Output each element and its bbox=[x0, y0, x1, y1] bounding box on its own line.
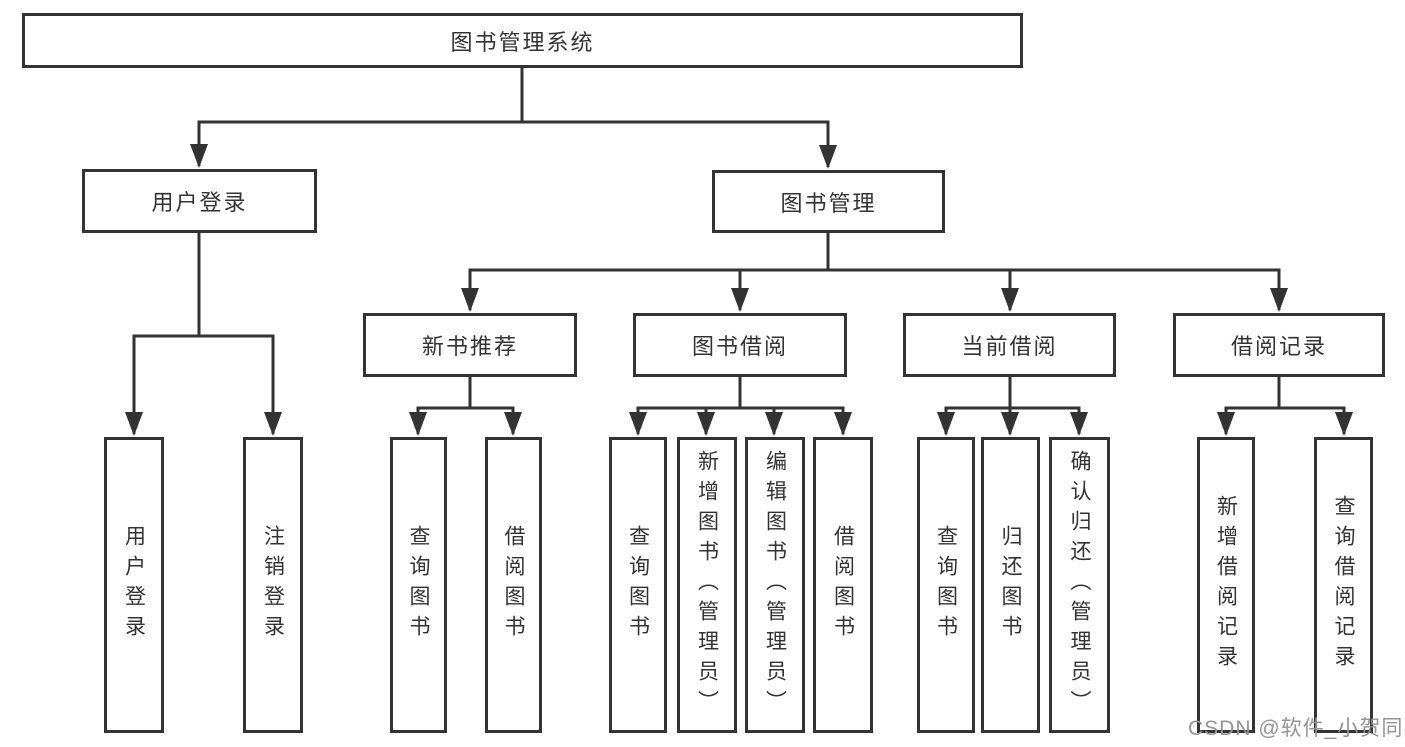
node-current-borrowing: 当前借阅 bbox=[903, 313, 1116, 377]
leaf-edit-books-admin: 编辑图书（管理员） bbox=[745, 437, 805, 733]
leaf-add-borrow-record-label: 新增借阅记录 bbox=[1214, 495, 1238, 675]
node-borrowing-records: 借阅记录 bbox=[1173, 313, 1385, 377]
leaf-logout: 注销登录 bbox=[243, 437, 303, 733]
leaf-borrow-books-newbooks-label: 借阅图书 bbox=[502, 525, 525, 645]
node-current-borrowing-label: 当前借阅 bbox=[961, 334, 1058, 359]
node-library-system-label: 图书管理系统 bbox=[450, 29, 595, 55]
leaf-borrow-books-borrowing: 借阅图书 bbox=[813, 437, 873, 733]
leaf-query-books-borrowing-label: 查询图书 bbox=[626, 525, 650, 645]
leaf-query-borrow-record: 查询借阅记录 bbox=[1314, 437, 1373, 733]
node-book-management: 图书管理 bbox=[712, 170, 945, 233]
leaf-return-books-label: 归还图书 bbox=[999, 525, 1022, 645]
leaf-add-books-admin-label: 新增图书（管理员） bbox=[695, 450, 719, 720]
leaf-query-books-borrowing: 查询图书 bbox=[609, 437, 667, 733]
csdn-watermark: CSDN @软件_小贺同学 bbox=[1188, 717, 1405, 740]
leaf-query-books-newbooks-label: 查询图书 bbox=[407, 525, 430, 645]
node-borrowing-records-label: 借阅记录 bbox=[1230, 334, 1327, 359]
leaf-query-books-current: 查询图书 bbox=[917, 437, 975, 733]
leaf-borrow-books-borrowing-label: 借阅图书 bbox=[831, 525, 855, 645]
node-library-system: 图书管理系统 bbox=[22, 13, 1023, 68]
leaf-query-books-current-label: 查询图书 bbox=[934, 525, 958, 645]
node-user-login-label: 用户登录 bbox=[151, 190, 248, 215]
leaf-user-login: 用户登录 bbox=[104, 437, 164, 733]
leaf-edit-books-admin-label: 编辑图书（管理员） bbox=[763, 450, 787, 720]
leaf-confirm-return-admin: 确认归还（管理员） bbox=[1049, 437, 1110, 733]
leaf-add-borrow-record: 新增借阅记录 bbox=[1197, 437, 1255, 733]
leaf-user-login-label: 用户登录 bbox=[122, 525, 146, 645]
node-book-borrowing-label: 图书借阅 bbox=[691, 334, 788, 359]
leaf-query-books-newbooks: 查询图书 bbox=[390, 437, 447, 733]
node-new-book-recommend: 新书推荐 bbox=[363, 313, 577, 377]
leaf-logout-label: 注销登录 bbox=[261, 525, 285, 645]
node-user-login: 用户登录 bbox=[82, 169, 317, 233]
leaf-return-books: 归还图书 bbox=[981, 437, 1040, 733]
node-new-book-recommend-label: 新书推荐 bbox=[421, 334, 518, 359]
node-book-management-label: 图书管理 bbox=[780, 190, 877, 216]
leaf-borrow-books-newbooks: 借阅图书 bbox=[485, 437, 542, 733]
leaf-add-books-admin: 新增图书（管理员） bbox=[677, 437, 737, 733]
leaf-confirm-return-admin-label: 确认归还（管理员） bbox=[1068, 450, 1091, 720]
node-book-borrowing: 图书借阅 bbox=[633, 313, 847, 377]
leaf-query-borrow-record-label: 查询借阅记录 bbox=[1332, 495, 1355, 675]
